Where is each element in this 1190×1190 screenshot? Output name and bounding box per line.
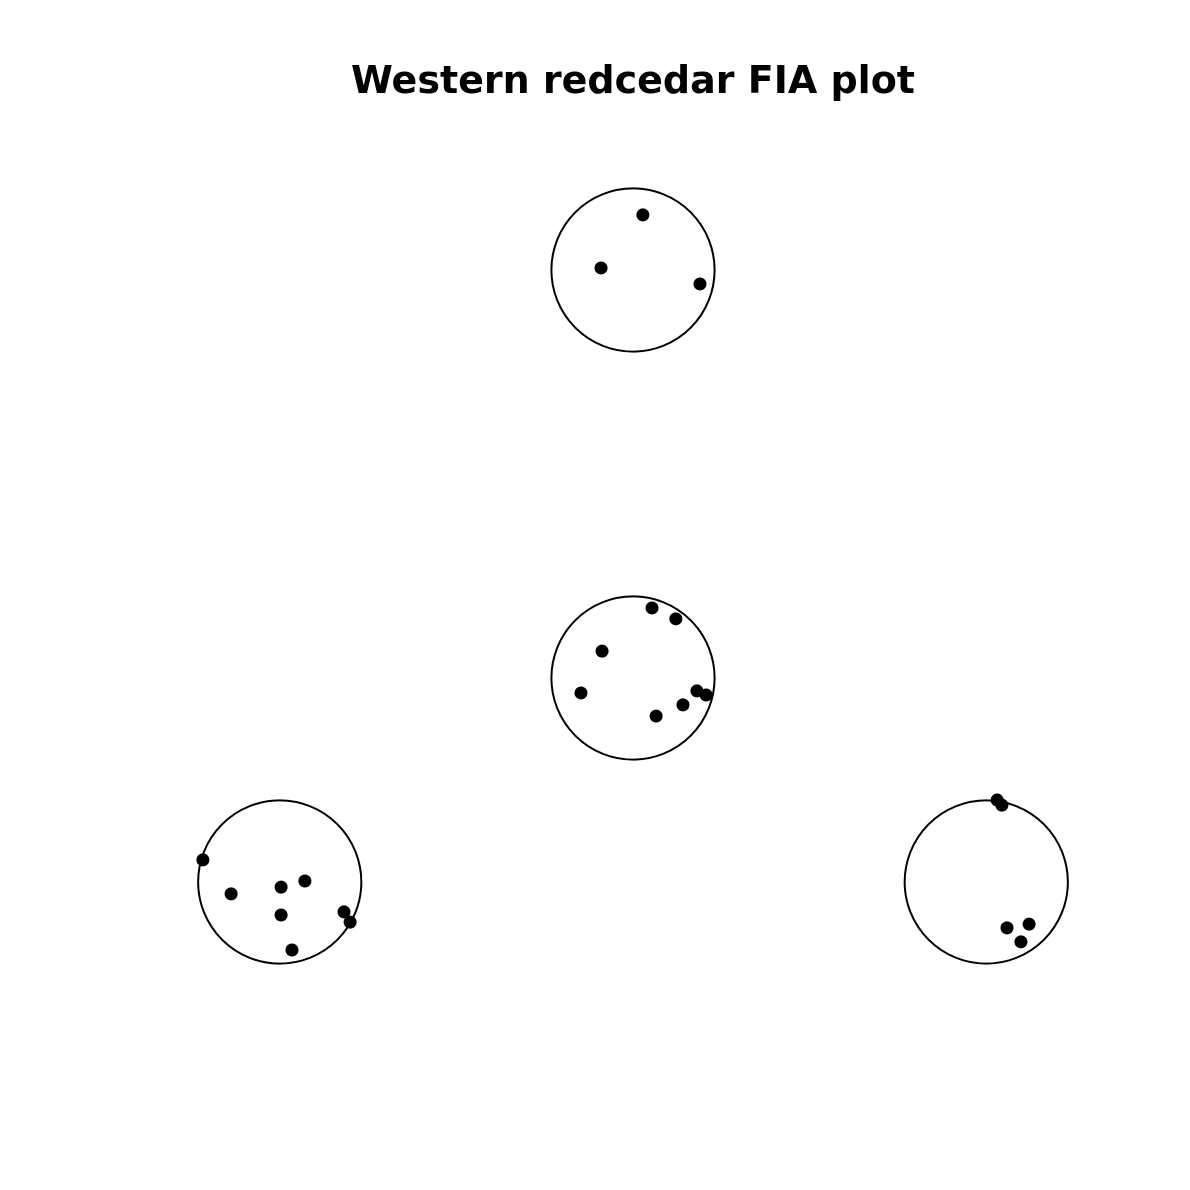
tree-point — [693, 277, 707, 291]
tree-point — [676, 698, 690, 712]
tree-point — [649, 709, 663, 723]
tree-point — [224, 887, 238, 901]
tree-point — [594, 261, 608, 275]
tree-point — [337, 905, 351, 919]
subplot-boundary-circle — [197, 799, 363, 965]
subplot-southeast — [903, 793, 1069, 965]
tree-point — [669, 612, 683, 626]
tree-point — [285, 943, 299, 957]
subplot-center — [550, 595, 716, 761]
tree-point — [274, 908, 288, 922]
tree-point — [636, 208, 650, 222]
subplot-boundary-circle — [550, 595, 716, 761]
subplot-boundary-circle — [550, 187, 716, 353]
tree-point — [274, 880, 288, 894]
tree-point — [574, 686, 588, 700]
tree-point — [645, 601, 659, 615]
tree-point — [595, 644, 609, 658]
subplot-southwest — [196, 799, 363, 965]
tree-point — [343, 915, 357, 929]
tree-point — [1000, 921, 1014, 935]
tree-point — [1022, 917, 1036, 931]
subplot-boundary-circle — [903, 799, 1069, 965]
tree-point — [196, 853, 210, 867]
tree-point — [699, 688, 713, 702]
chart-title: Western redcedar FIA plot — [351, 58, 915, 102]
tree-point — [995, 798, 1009, 812]
tree-point — [1014, 935, 1028, 949]
subplot-north — [550, 187, 716, 353]
tree-point — [298, 874, 312, 888]
